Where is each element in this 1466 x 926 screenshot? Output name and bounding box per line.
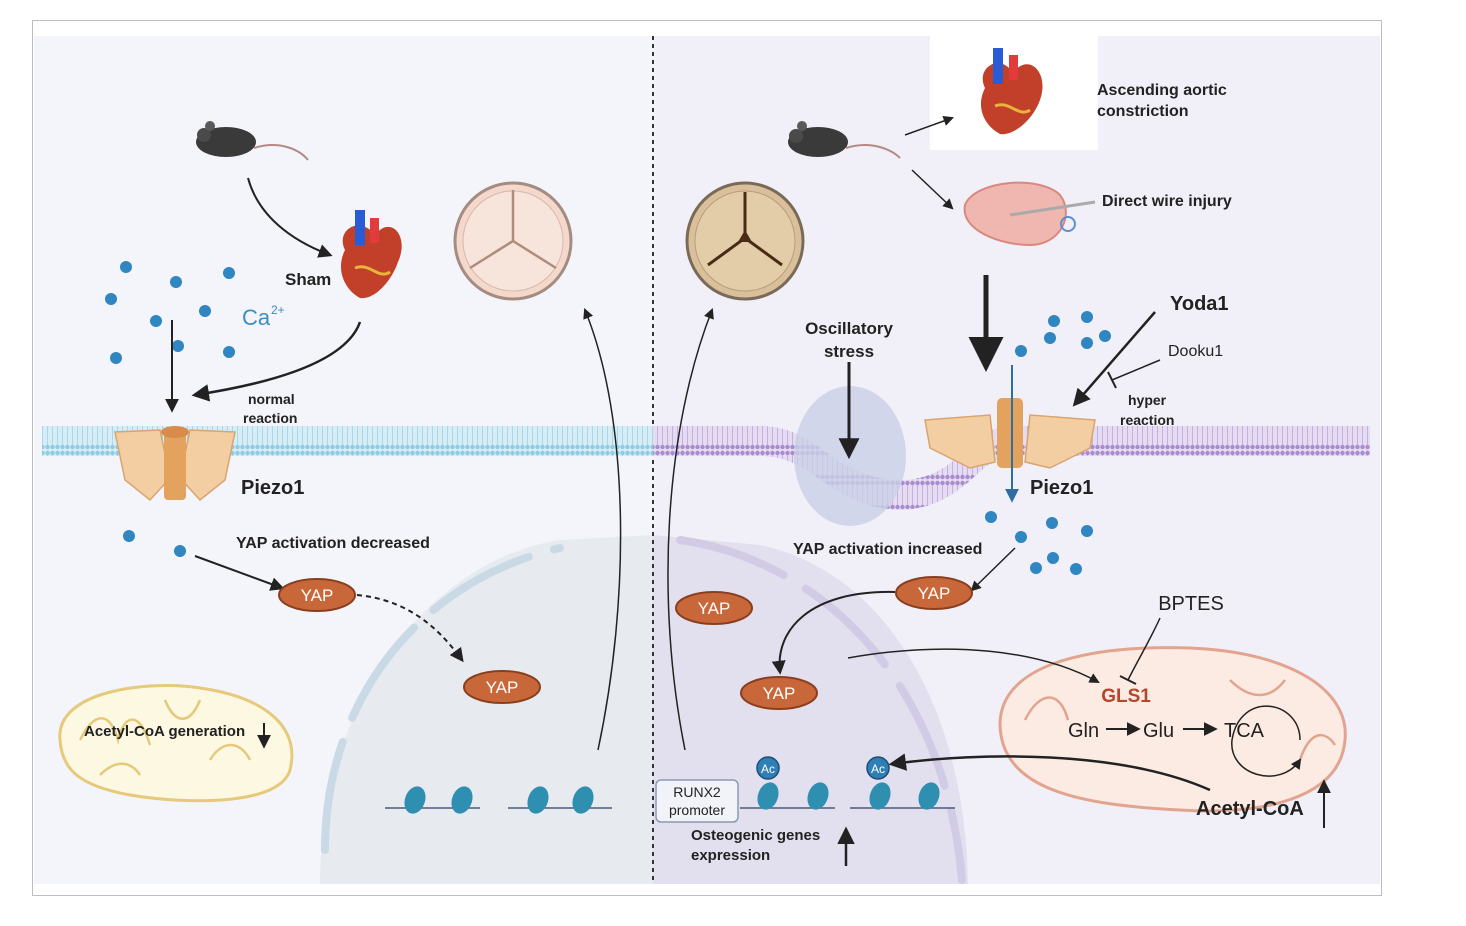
yap-label: YAP (698, 599, 731, 618)
acetyl-coa-generation-label: Acetyl-CoA generation (84, 723, 245, 740)
gls1-label: GLS1 (1101, 686, 1151, 707)
dooku1-label: Dooku1 (1168, 343, 1223, 360)
yap-label: YAP (918, 584, 951, 603)
yap-cytoplasm-right (895, 576, 973, 610)
normal-reaction-line2: reaction (243, 410, 297, 426)
aortic-valve-normal (453, 181, 573, 301)
yap-label: YAP (486, 678, 519, 697)
arrow-to-normal-valve (583, 308, 622, 751)
sham-label: Sham (285, 270, 331, 289)
calcium-ions (105, 261, 235, 364)
oscillatory-line1: Oscillatory (805, 319, 893, 338)
acetyl-coa-label: Acetyl-CoA (1196, 798, 1304, 820)
tca-label: TCA (1224, 720, 1265, 742)
yap-activation-increased: YAP activation increased (793, 541, 982, 558)
inhibit-bar-icon (1119, 675, 1137, 685)
chromatin-right (740, 782, 955, 810)
calcium-label: Ca (242, 305, 271, 330)
heart-icon (340, 210, 402, 299)
runx2-promoter-box (655, 779, 739, 823)
arrow-to-calcified-valve (667, 308, 714, 751)
aortic-valve-calcified (685, 181, 805, 301)
yoda1-label: Yoda1 (1170, 293, 1229, 315)
mouse-icon (196, 121, 309, 161)
piezo1-channel-left (114, 426, 236, 502)
arrow-acetyl-to-chromatin (888, 753, 1211, 792)
piezo1-label-right: Piezo1 (1030, 477, 1093, 499)
arrow-to-wire (911, 169, 954, 210)
arrow-to-aortic (904, 115, 954, 136)
osteo-line2: expression (691, 847, 770, 864)
hyper-reaction-line2: reaction (1120, 412, 1174, 428)
oscillatory-line2: stress (824, 342, 874, 361)
yap-activation-decreased: YAP activation decreased (236, 535, 430, 552)
inhibit-bar-icon (1107, 371, 1117, 389)
calcium-superscript: 2+ (271, 303, 285, 317)
arrow-yap-into-nucleus (771, 590, 896, 675)
ac-label: Ac (871, 762, 885, 776)
arrow-yap-to-gls1 (847, 648, 1100, 684)
bptes-inhibit-line (1127, 617, 1161, 681)
piezo1-label-left: Piezo1 (241, 477, 304, 499)
yoda1-arrow (1072, 311, 1156, 407)
acetyl-mark-1 (756, 756, 780, 780)
mitochondrion-right (998, 646, 1347, 813)
normal-reaction-line1: normal (248, 391, 295, 407)
runx2-line2: promoter (669, 802, 725, 818)
runx2-line1: RUNX2 (673, 784, 721, 800)
yap-nucleus-right-1 (675, 591, 753, 625)
bptes-label: BPTES (1158, 593, 1224, 615)
dooku1-inhibit-line (1111, 359, 1161, 381)
mouse-icon-right (788, 121, 901, 159)
glu-label: Glu (1143, 720, 1174, 742)
hyper-reaction-line1: hyper (1128, 392, 1167, 408)
gln-label: Gln (1068, 720, 1099, 742)
yap-label: YAP (763, 684, 796, 703)
calcium-ions-right-inside (985, 511, 1093, 575)
yap-nucleus-right-2 (740, 676, 818, 710)
wire-injury-vessel-icon (963, 181, 1096, 247)
ac-label: Ac (761, 762, 775, 776)
chromatin-left (385, 786, 612, 814)
aortic-line2: constriction (1097, 103, 1189, 120)
arrow-normal-reaction (191, 321, 362, 402)
piezo1-channel-right (924, 398, 1096, 469)
osteo-line1: Osteogenic genes (691, 827, 820, 844)
calcium-ions-inside-left (123, 530, 186, 557)
arrow-to-yap-left (194, 555, 285, 591)
aortic-line1: Ascending aortic (1097, 82, 1227, 99)
right-membrane (653, 426, 1370, 510)
yap-label: YAP (301, 586, 334, 605)
heart-icon-right (980, 48, 1043, 135)
yap-cytoplasm-left (278, 578, 356, 612)
arrow-to-yap-right (970, 547, 1016, 592)
direct-wire-injury-label: Direct wire injury (1102, 193, 1232, 210)
calcium-ions-right-outside (1015, 311, 1111, 357)
mitochondrion-left (58, 684, 294, 803)
arrow-mouse-to-sham (247, 177, 333, 258)
yap-nucleus-left (463, 670, 541, 704)
